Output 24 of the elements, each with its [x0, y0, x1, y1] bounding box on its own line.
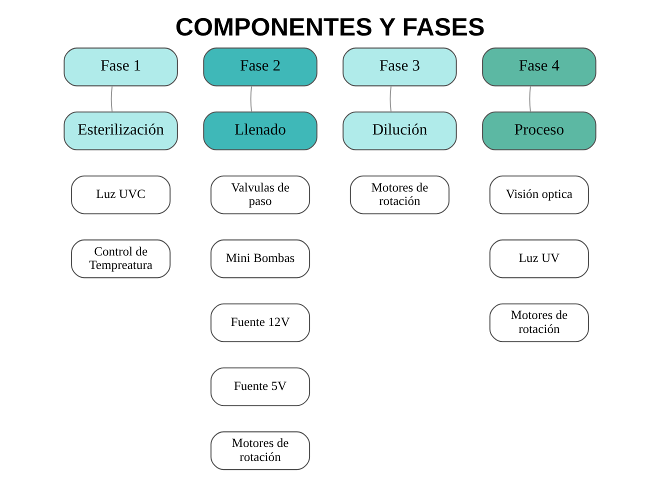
- node-box: Fase 4: [482, 48, 596, 86]
- node-box: Fase 2: [203, 48, 318, 86]
- node-box: Esterilización: [64, 112, 178, 150]
- node-box: Visión optica: [489, 175, 589, 214]
- node-box: Motores de rotación: [350, 175, 450, 214]
- node-box: Motores de rotación: [210, 431, 310, 470]
- node-box: Fuente 5V: [210, 367, 310, 406]
- node-box: Dilución: [342, 112, 457, 150]
- node-box: Luz UV: [489, 239, 589, 278]
- node-box: Motores de rotación: [489, 303, 589, 342]
- node-box: Mini Bombas: [210, 239, 310, 278]
- node-box: Fuente 12V: [210, 303, 310, 342]
- node-box: Control de Tempreatura: [71, 239, 171, 278]
- connector: [529, 86, 532, 112]
- node-box: Proceso: [482, 112, 596, 150]
- node-box: Fase 3: [342, 48, 457, 86]
- node-box: Valvulas de paso: [210, 175, 310, 214]
- node-box: Llenado: [203, 112, 318, 150]
- diagram-title: COMPONENTES Y FASES: [175, 14, 485, 42]
- node-box: Luz UVC: [71, 175, 171, 214]
- connector: [250, 86, 252, 112]
- node-box: Fase 1: [64, 48, 178, 86]
- connector: [110, 86, 113, 112]
- connector: [390, 86, 392, 112]
